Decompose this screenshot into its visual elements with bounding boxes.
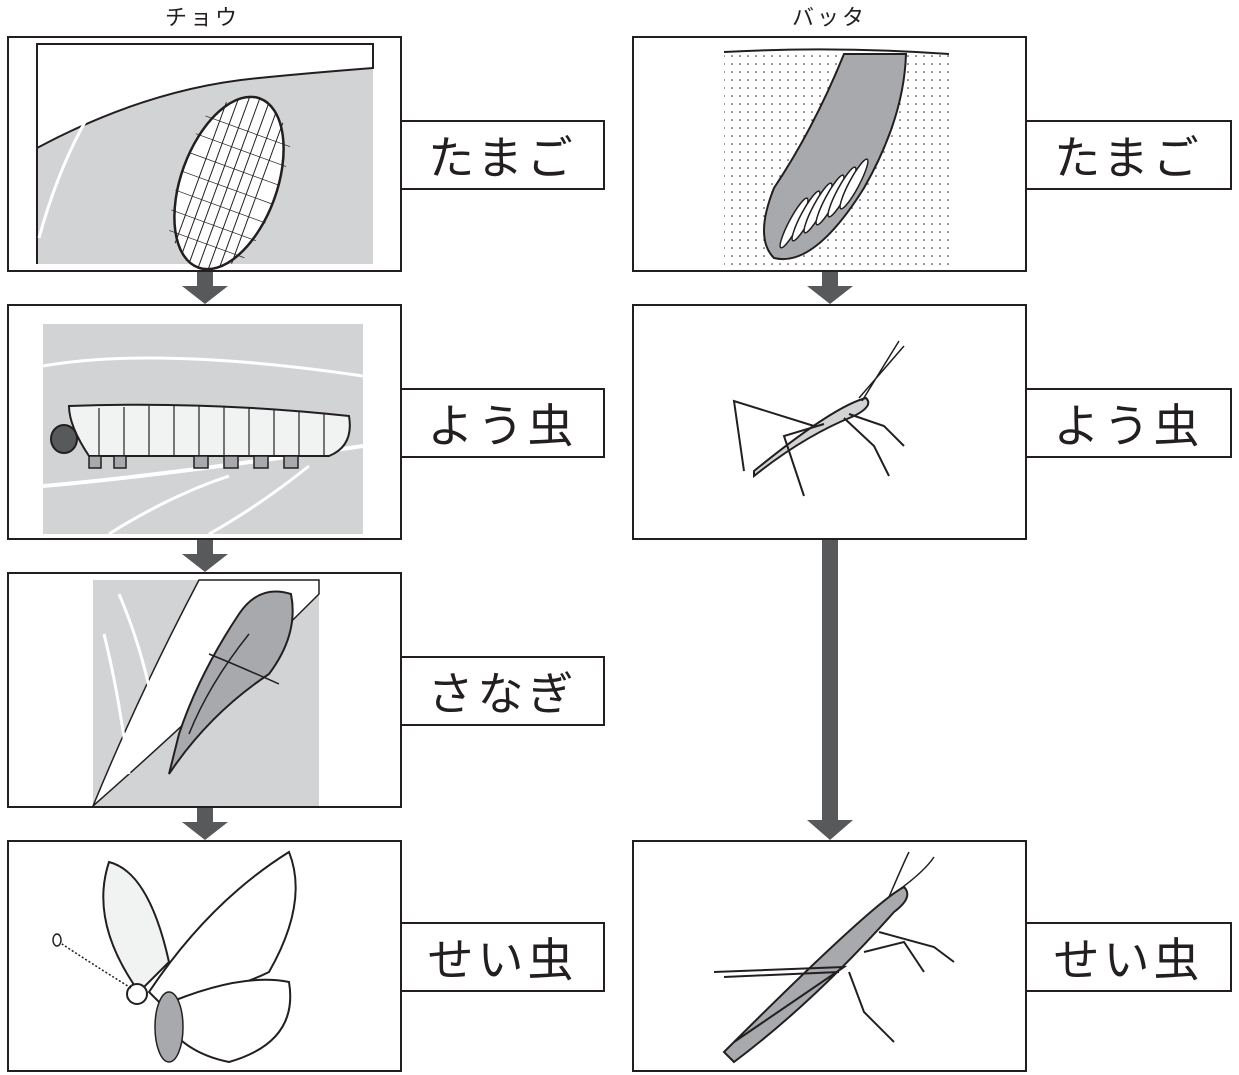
butterfly-pupa-illustration xyxy=(9,574,400,806)
butterfly-arrow-2 xyxy=(182,540,228,572)
grasshopper-egg-panel xyxy=(632,36,1027,272)
grasshopper-larva-label: よう虫 xyxy=(1025,388,1232,458)
grasshopper-egg-label: たまご xyxy=(1025,120,1232,190)
butterfly-column-title: チョウ xyxy=(165,0,240,32)
grasshopper-larva-panel xyxy=(632,304,1027,540)
butterfly-arrow-1 xyxy=(182,272,228,304)
grasshopper-adult-label: せい虫 xyxy=(1025,922,1232,992)
butterfly-egg-panel xyxy=(7,36,402,272)
grasshopper-long-arrow-head xyxy=(807,820,853,840)
butterfly-adult-panel xyxy=(7,840,402,1072)
butterfly-arrow-3 xyxy=(182,808,228,840)
butterfly-egg-label: たまご xyxy=(400,120,605,190)
butterfly-adult-illustration xyxy=(9,842,400,1070)
grasshopper-egg-illustration xyxy=(634,38,1025,270)
butterfly-larva-label: よう虫 xyxy=(400,388,605,458)
grasshopper-arrow-1 xyxy=(807,272,853,304)
butterfly-larva-panel xyxy=(7,304,402,540)
butterfly-larva-illustration xyxy=(9,306,400,538)
butterfly-adult-label: せい虫 xyxy=(400,922,605,992)
grasshopper-adult-illustration xyxy=(634,842,1025,1070)
butterfly-egg-illustration xyxy=(9,38,400,270)
butterfly-pupa-label: さなぎ xyxy=(400,656,605,726)
grasshopper-adult-panel xyxy=(632,840,1027,1072)
grasshopper-column-title: バッタ xyxy=(792,0,867,32)
grasshopper-larva-illustration xyxy=(634,306,1025,538)
grasshopper-long-arrow-shaft xyxy=(822,540,838,822)
butterfly-pupa-panel xyxy=(7,572,402,808)
